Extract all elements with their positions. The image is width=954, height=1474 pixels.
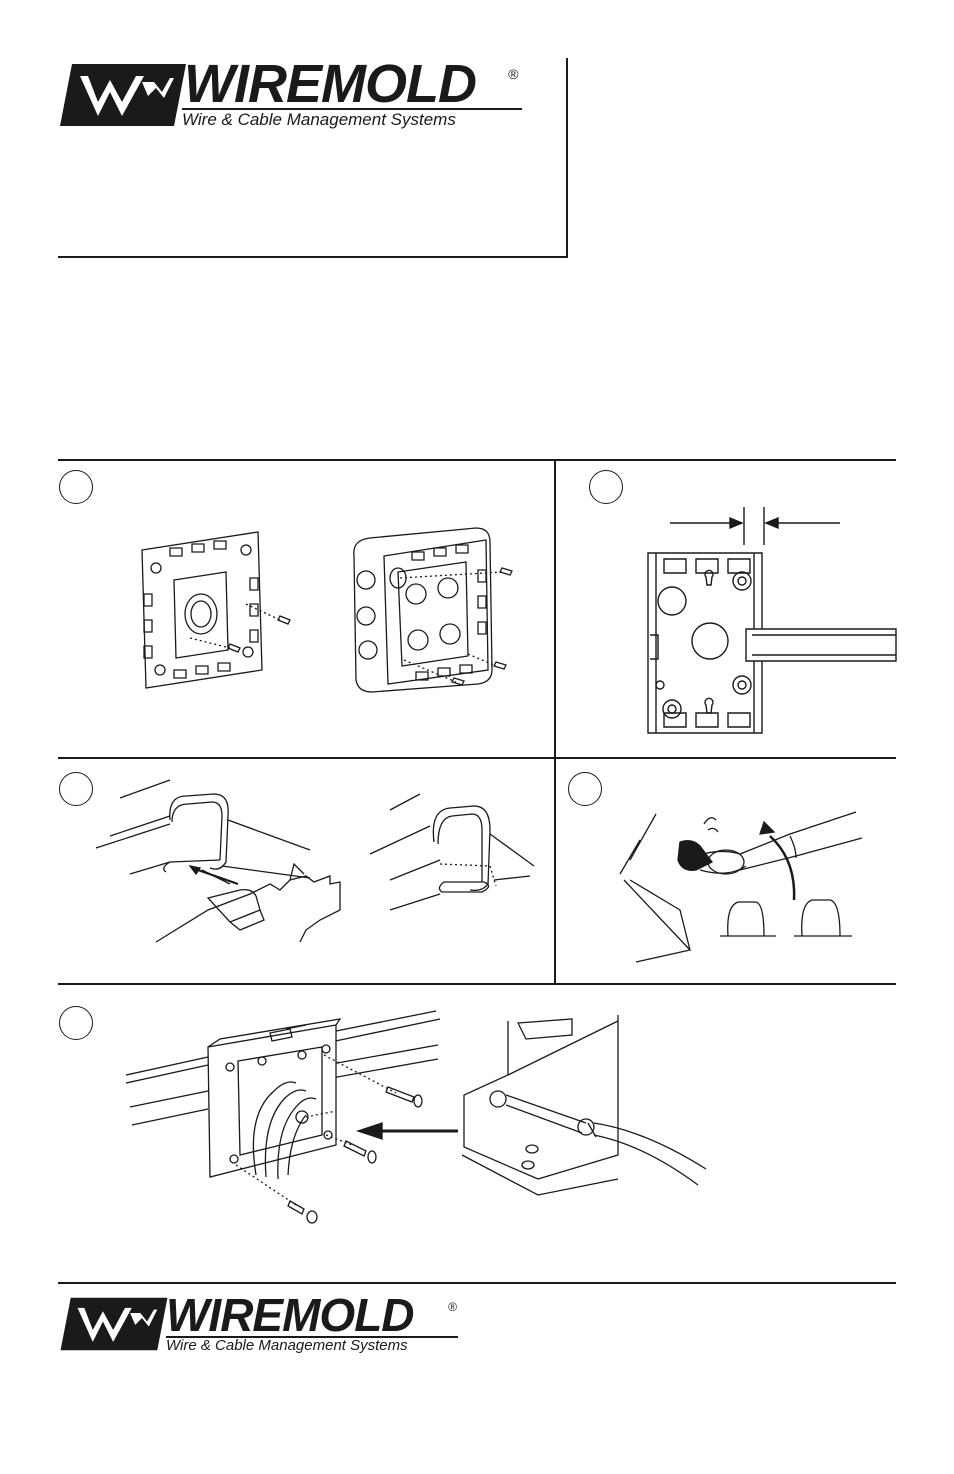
grid-top-rule (58, 459, 896, 461)
brand-tagline: Wire & Cable Management Systems (182, 110, 456, 129)
step-5-illustration (126, 995, 726, 1235)
grid-row2-rule (58, 757, 896, 759)
registered-mark: ® (508, 66, 519, 82)
footer-registered-mark: ® (448, 1300, 457, 1314)
logo-underline (182, 108, 522, 110)
grid-row3-rule (58, 983, 896, 985)
step-2-number (590, 471, 622, 503)
footer-logo-mark-icon (60, 1297, 168, 1351)
step-3-illustration (90, 780, 540, 950)
logo-mark-icon (60, 64, 186, 126)
brand-name: WIREMOLD (184, 54, 477, 114)
footer-logo: WIREMOLD ® Wire & Cable Management Syste… (58, 1289, 468, 1358)
header-horizontal-rule (58, 256, 568, 258)
footer-brand-tagline: Wire & Cable Management Systems (166, 1337, 408, 1354)
footer-rule (58, 1282, 896, 1284)
footer-logo-underline (166, 1336, 458, 1338)
step-2-illustration (640, 505, 900, 740)
step-5-circle (59, 1006, 93, 1040)
step-4-circle (568, 772, 602, 806)
step-3-circle (59, 772, 93, 806)
step-4-illustration (600, 800, 870, 970)
header-vertical-rule (566, 58, 568, 258)
header-logo: WIREMOLD ® Wire & Cable Management Syste… (58, 54, 528, 132)
grid-column-divider (554, 459, 556, 984)
step-1-number (60, 471, 92, 503)
footer-brand-name: WIREMOLD (166, 1289, 415, 1341)
step-3-number (60, 773, 92, 805)
step-2-circle (589, 470, 623, 504)
step-4-number (569, 773, 601, 805)
step-1-circle (59, 470, 93, 504)
step-1-illustration (130, 520, 530, 700)
step-5-number (60, 1007, 92, 1039)
